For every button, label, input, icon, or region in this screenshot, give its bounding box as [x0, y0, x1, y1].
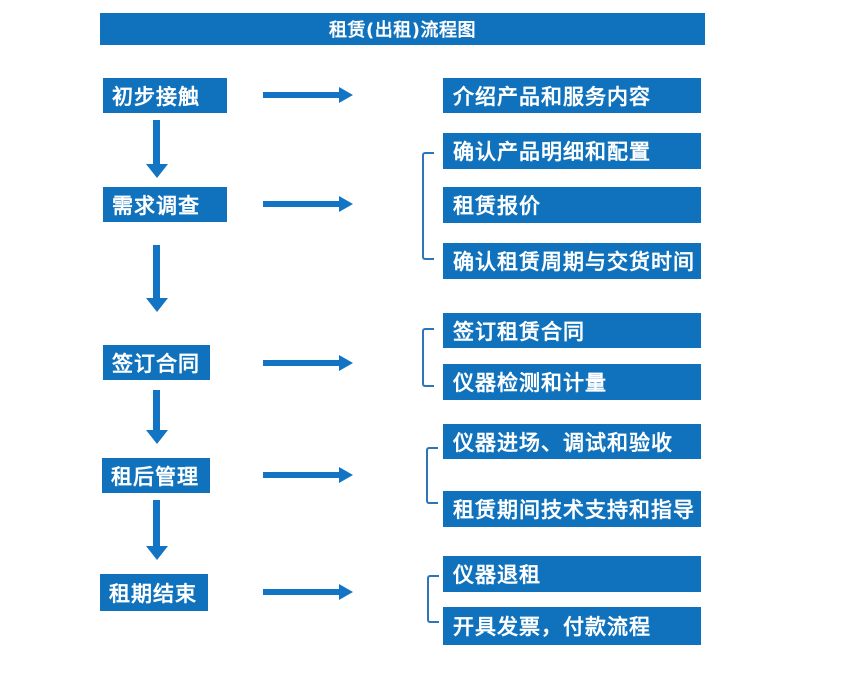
stage-label: 签订合同	[112, 351, 200, 376]
group-bracket	[422, 328, 434, 387]
arrow-shaft	[263, 360, 339, 366]
output-box-confirm-rental-period-delivery: 确认租赁周期与交货时间	[443, 243, 701, 279]
output-label: 介绍产品和服务内容	[453, 84, 651, 109]
output-label: 租赁报价	[453, 194, 541, 218]
arrow-right-icon	[263, 196, 353, 212]
output-label: 仪器进场、调试和验收	[453, 430, 673, 455]
arrow-right-icon	[263, 467, 353, 483]
arrow-shaft	[263, 92, 339, 98]
arrow-head	[146, 430, 168, 444]
stage-box-post-rental-management: 租后管理	[102, 458, 210, 493]
arrow-down-icon	[146, 390, 168, 444]
arrow-head	[339, 467, 353, 483]
output-box-instrument-testing-metering: 仪器检测和计量	[443, 364, 701, 400]
stage-label: 租后管理	[111, 464, 199, 489]
output-label: 签订租赁合同	[453, 319, 585, 344]
output-label: 租赁期间技术支持和指导	[453, 498, 695, 522]
output-box-introduce-products-services: 介绍产品和服务内容	[443, 78, 701, 113]
arrow-shaft	[153, 120, 160, 164]
stage-label: 需求调查	[112, 193, 200, 218]
arrow-right-icon	[263, 355, 353, 371]
group-bracket	[427, 575, 439, 623]
arrow-head	[146, 546, 168, 560]
group-bracket	[422, 152, 434, 260]
arrow-head	[146, 298, 168, 312]
arrow-down-icon	[146, 120, 168, 178]
arrow-head	[339, 584, 353, 600]
stage-box-contract-signing: 签订合同	[103, 345, 210, 380]
arrow-shaft	[263, 589, 339, 595]
output-label: 仪器检测和计量	[453, 371, 607, 395]
group-bracket	[426, 447, 438, 504]
flow-title: 租赁(出租)流程图	[329, 20, 476, 41]
stage-box-initial-contact: 初步接触	[103, 78, 227, 113]
output-box-rental-quotation: 租赁报价	[443, 187, 701, 223]
arrow-right-icon	[263, 87, 353, 103]
arrow-head	[339, 355, 353, 371]
output-box-instrument-setup-acceptance: 仪器进场、调试和验收	[443, 424, 701, 459]
stage-box-demand-survey: 需求调查	[103, 187, 227, 222]
output-label: 确认租赁周期与交货时间	[453, 250, 695, 274]
title-banner: 租赁(出租)流程图	[100, 13, 705, 45]
stage-label: 初步接触	[112, 84, 200, 109]
arrow-down-icon	[146, 245, 168, 312]
arrow-shaft	[153, 500, 160, 546]
arrow-head	[339, 196, 353, 212]
arrow-shaft	[153, 245, 160, 298]
output-box-sign-rental-contract: 签订租赁合同	[443, 313, 701, 348]
arrow-down-icon	[146, 500, 168, 560]
stage-label: 租期结束	[109, 581, 197, 606]
arrow-head	[146, 164, 168, 178]
arrow-shaft	[263, 201, 339, 207]
output-label: 仪器退租	[453, 563, 541, 587]
output-box-instrument-return: 仪器退租	[443, 556, 701, 592]
arrow-shaft	[263, 472, 339, 478]
output-box-confirm-product-details: 确认产品明细和配置	[443, 133, 701, 169]
arrow-shaft	[153, 390, 160, 430]
output-label: 确认产品明细和配置	[453, 140, 651, 164]
stage-box-rental-end: 租期结束	[100, 574, 208, 611]
output-label: 开具发票，付款流程	[453, 615, 651, 639]
output-box-technical-support-guidance: 租赁期间技术支持和指导	[443, 491, 701, 527]
arrow-head	[339, 87, 353, 103]
output-box-invoice-payment-process: 开具发票，付款流程	[443, 607, 701, 645]
arrow-right-icon	[263, 584, 353, 600]
